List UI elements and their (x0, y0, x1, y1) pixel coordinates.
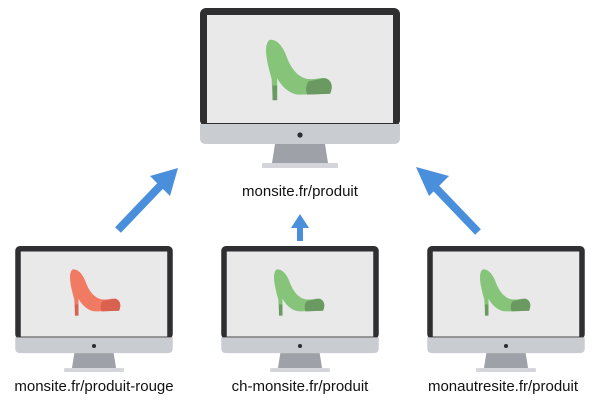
arrow-middle-icon (291, 214, 309, 241)
arrow-right-icon (416, 167, 481, 235)
caption-left: monsite.fr/produit-rouge (14, 378, 174, 395)
caption-middle: ch-monsite.fr/produit (231, 378, 369, 395)
arrow-left-icon (115, 168, 178, 233)
caption-right: monautresite.fr/produit (427, 378, 579, 395)
caption-top: monsite.fr/produit (242, 183, 358, 200)
